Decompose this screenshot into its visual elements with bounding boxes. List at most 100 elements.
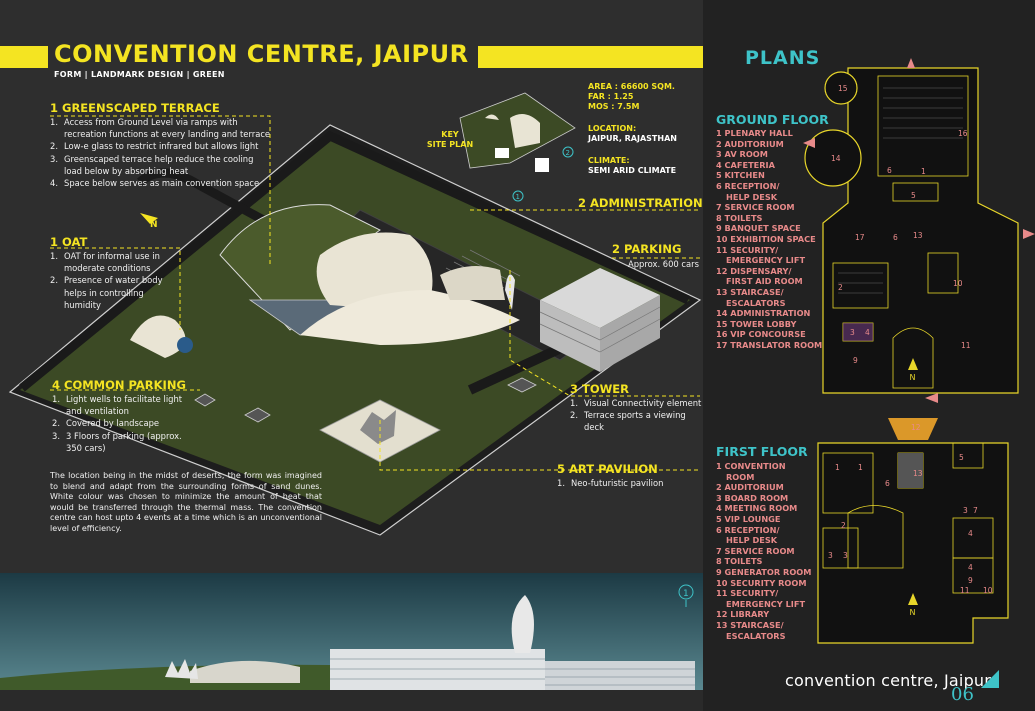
list-item: 4.Space below serves as main convention … (50, 178, 260, 189)
title-bar: CONVENTION CENTRE, JAIPUR (0, 40, 703, 72)
key-plan-label-line2: SITE PLAN (426, 140, 474, 149)
gf-legend-item: 16 VIP CONCOURSE (716, 329, 806, 340)
ff-legend-item: 1 CONVENTION (716, 461, 786, 471)
ff-room-number: 5 (959, 453, 964, 462)
art-pavilion-sculpture (360, 410, 396, 444)
key-site-plan: 2 1 (459, 92, 576, 202)
isometric-site-drawing: N (8, 115, 702, 536)
ff-legend-item: 3 BOARD ROOM (716, 492, 789, 503)
site-mos: MOS : 7.5M (588, 102, 640, 111)
gf-legend-item: 4 CAFETERIA (716, 159, 775, 170)
elevation-drawing: 1 (0, 573, 703, 693)
oat-list: 1.OAT for informal use in moderate condi… (50, 250, 168, 311)
site-road-outer (19, 130, 690, 392)
gf-room-number: 4 (865, 328, 870, 337)
list-item: 2.Terrace sports a viewing deck (570, 410, 686, 433)
ff-room-number: 6 (885, 479, 890, 488)
ff-room-number: 11 (960, 586, 970, 595)
north-label-site: N (150, 220, 158, 230)
ff-room-number: 10 (983, 586, 993, 595)
gf-room-number: 6 (893, 233, 898, 242)
gf-legend-item: 1 PLENARY HALL (716, 128, 793, 138)
list-item: 1.Access from Ground Level via ramps wit… (50, 117, 271, 140)
oat-pavilion (130, 315, 186, 358)
plans-title: PLANS (745, 47, 821, 69)
location-value: JAIPUR, RAJASTHAN (588, 134, 677, 143)
left-footer-band (0, 690, 703, 711)
gf-legend-item: 5 KITCHEN (716, 170, 765, 181)
gf-room-number: 9 (853, 356, 858, 365)
gf-legend-item: 2 AUDITORIUM (716, 138, 784, 149)
ff-library (888, 418, 938, 440)
ff-legend-item: ESCALATORS (726, 630, 786, 641)
design-description: The location being in the midst of deser… (50, 471, 322, 533)
site-location: LOCATION: JAIPUR, RAJASTHAN (588, 124, 677, 144)
first-floor-title: FIRST FLOOR (716, 444, 808, 459)
gf-legend-item: 14 ADMINISTRATION (716, 308, 811, 319)
ff-north-label: N (910, 608, 916, 617)
administration-heading: 2 ADMINISTRATION (578, 196, 703, 210)
light-wells (194, 377, 537, 423)
ff-legend-item: 13 STAIRCASE/ (716, 619, 784, 630)
ff-room-number: 4 (968, 563, 973, 572)
terrace-list: 1.Access from Ground Level via ramps wit… (50, 116, 272, 189)
ff-legend-item: HELP DESK (726, 535, 778, 546)
gf-entry-arrows (803, 58, 1035, 403)
gf-legend-item: 10 EXHIBITION SPACE (716, 233, 816, 244)
parking-heading: 2 PARKING (612, 242, 682, 256)
elevation-marker-label: 1 (683, 589, 689, 599)
ff-legend-item: EMERGENCY LIFT (726, 598, 806, 609)
elevation-view: 1 (0, 573, 703, 693)
gf-room-number: 1 (921, 167, 926, 176)
list-item: 2.Presence of water body helps in contro… (50, 275, 163, 310)
ff-room-number: 4 (968, 529, 973, 538)
list-item: 1.Visual Connectivity element (570, 398, 702, 408)
elevation-tower (511, 595, 534, 653)
common-parking-heading: 4 COMMON PARKING (52, 378, 186, 392)
parking-block (539, 268, 661, 372)
ff-room-number: 3 (843, 551, 848, 560)
ff-room-number: 7 (973, 506, 978, 515)
list-item: 2.Low-e glass to restrict infrared but a… (50, 141, 259, 152)
tower-list: 1.Visual Connectivity element 2.Terrace … (570, 397, 702, 434)
site-stats: AREA : 66600 SQM. FAR : 1.25 MOS : 7.5M (588, 82, 675, 112)
site-area: AREA : 66600 SQM. (588, 82, 675, 91)
gf-legend-item: 3 AV ROOM (716, 149, 768, 160)
gf-room-number: 13 (913, 231, 923, 240)
gf-round-tower (824, 71, 858, 105)
art-pavilion-heading: 5 ART PAVILION (557, 462, 658, 476)
gf-legend-item: EMERGENCY LIFT (726, 255, 806, 266)
ff-legend-item: 6 RECEPTION/ (716, 524, 780, 535)
gf-room-number: 17 (855, 233, 865, 242)
gf-north-arrow (908, 358, 918, 370)
list-item: 2.Covered by landscape (52, 418, 160, 429)
dune-shell-2 (300, 290, 520, 345)
gf-room-number: 11 (961, 341, 971, 350)
ff-legend-item: 4 MEETING ROOM (716, 503, 798, 514)
tower-heading: 3 TOWER (570, 382, 630, 396)
gf-legend-item: 6 RECEPTION/ (716, 180, 780, 191)
key-plan-marker-1: 1 (516, 193, 520, 201)
elevation-building (330, 649, 545, 693)
title-stripe-left (0, 46, 48, 68)
list-item: 1.Light wells to facilitate light and ve… (52, 394, 183, 417)
list-item: 1.OAT for informal use in moderate condi… (50, 251, 160, 274)
ff-legend-item: 2 AUDITORIUM (716, 482, 784, 493)
ff-room-number: 12 (911, 423, 921, 432)
gf-outline (822, 67, 1019, 394)
gf-room-number: 16 (958, 129, 968, 138)
site-far: FAR : 1.25 (588, 92, 634, 101)
gf-legend-item: 11 SECURITY/ (716, 244, 779, 255)
climate-value: SEMI ARID CLIMATE (588, 166, 677, 175)
gf-room-number: 6 (887, 166, 892, 175)
gf-legend-item: 8 TOILETS (716, 212, 763, 223)
gf-room-number: 3 (850, 328, 855, 337)
ff-north-arrow (908, 593, 918, 605)
ff-room-number: 13 (913, 469, 923, 478)
gf-room-number: 15 (838, 84, 848, 93)
gf-north-label: N (910, 373, 916, 382)
key-plan-label-line1: KEY (441, 130, 459, 139)
